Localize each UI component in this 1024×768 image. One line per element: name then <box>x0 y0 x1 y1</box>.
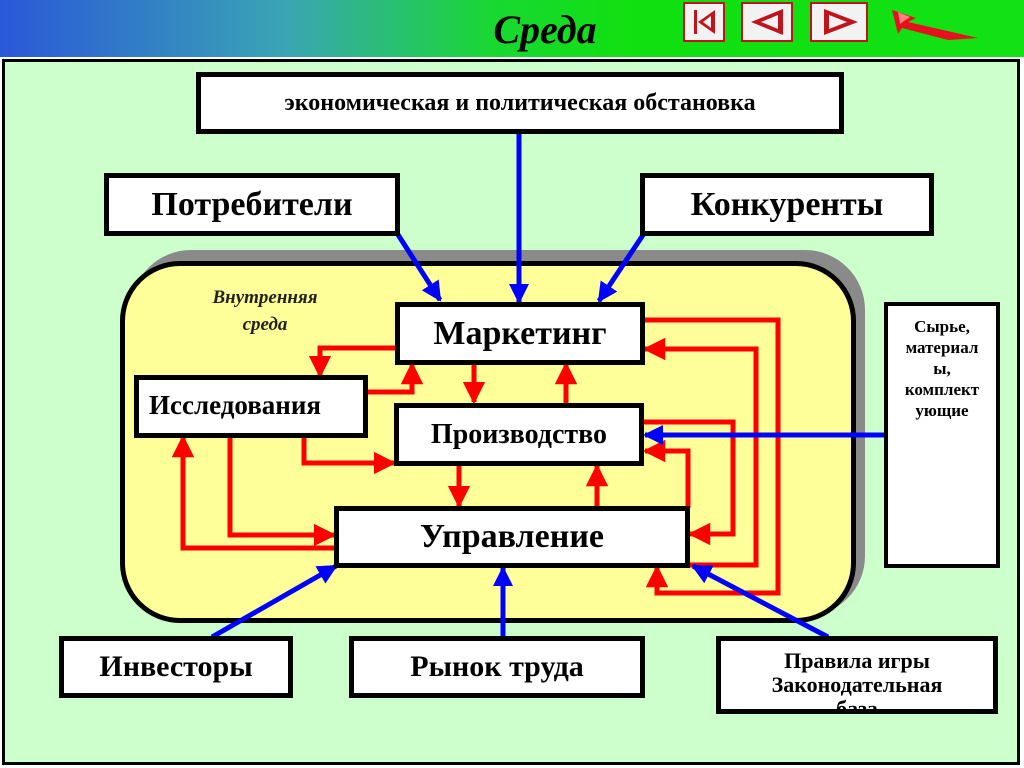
raw-materials-box: Сырье, материал ы, комплект ующие <box>884 302 1000 568</box>
internal-label-line1: Внутренняя <box>212 287 318 308</box>
raw-materials-line: ы, <box>933 359 951 378</box>
arrow-management-marketing-loop <box>642 337 759 568</box>
arrow-investors-management <box>210 563 338 640</box>
prev-slide-button[interactable] <box>741 2 793 42</box>
internal-label-line2: среда <box>242 314 288 335</box>
competitors-text: Конкуренты <box>690 185 884 223</box>
investors-text: Инвесторы <box>99 650 253 683</box>
arrow-research-marketing <box>365 361 424 395</box>
environment-box: экономическая и политическая обстановка <box>196 72 844 134</box>
rules-text: Правила игры Законодательная база <box>771 648 943 714</box>
rules-line1: Правила игры <box>784 648 930 673</box>
raw-materials-line: ующие <box>915 401 969 420</box>
arrow-management-production-loop <box>642 439 691 508</box>
arrow-rules-management <box>691 563 830 640</box>
arrow-competitors-marketing <box>596 230 648 303</box>
production-box: Производство <box>394 403 644 466</box>
arrow-consumers-marketing <box>392 228 443 302</box>
arrow-research-production <box>301 437 397 475</box>
research-box: Исследования <box>134 375 368 438</box>
slide-title: Среда <box>493 7 597 52</box>
consumers-text: Потребители <box>151 185 353 223</box>
labor-market-text: Рынок труда <box>410 650 584 683</box>
return-arrow-icon <box>892 10 978 40</box>
marketing-box: Маркетинг <box>395 302 645 365</box>
skip-back-icon <box>694 10 715 34</box>
marketing-text: Маркетинг <box>433 314 607 352</box>
production-text: Производство <box>430 418 608 450</box>
triangle-right-icon <box>824 9 858 35</box>
management-text: Управление <box>419 518 604 555</box>
internal-env-label: Внутренняя среда <box>180 284 350 338</box>
arrow-marketing-management-loop <box>641 317 781 596</box>
raw-materials-line: комплект <box>904 380 980 399</box>
next-slide-button[interactable] <box>810 2 868 42</box>
title-bar: Среда <box>0 0 1024 57</box>
raw-materials-text: Сырье, материал ы, комплект ующие <box>905 316 979 421</box>
consumers-box: Потребители <box>104 173 400 236</box>
labor-market-box: Рынок труда <box>349 636 645 698</box>
rules-line3: база <box>836 696 878 714</box>
arrow-research-management <box>227 437 337 547</box>
arrow-marketing-research <box>308 345 398 379</box>
competitors-box: Конкуренты <box>640 173 934 236</box>
raw-materials-line: материал <box>905 338 979 357</box>
raw-materials-line: Сырье, <box>914 317 970 336</box>
rules-line2: Законодательная <box>771 672 943 697</box>
arrow-management-research <box>171 434 335 551</box>
triangle-left-icon <box>751 9 783 35</box>
first-slide-button[interactable] <box>683 2 725 42</box>
arrow-production-management-loop <box>641 419 736 546</box>
research-text: Исследования <box>149 390 322 420</box>
management-box: Управление <box>334 506 690 568</box>
return-button[interactable] <box>888 2 988 46</box>
rules-box: Правила игры Законодательная база <box>716 636 998 714</box>
investors-box: Инвесторы <box>59 636 293 698</box>
environment-text: экономическая и политическая обстановка <box>284 89 756 116</box>
